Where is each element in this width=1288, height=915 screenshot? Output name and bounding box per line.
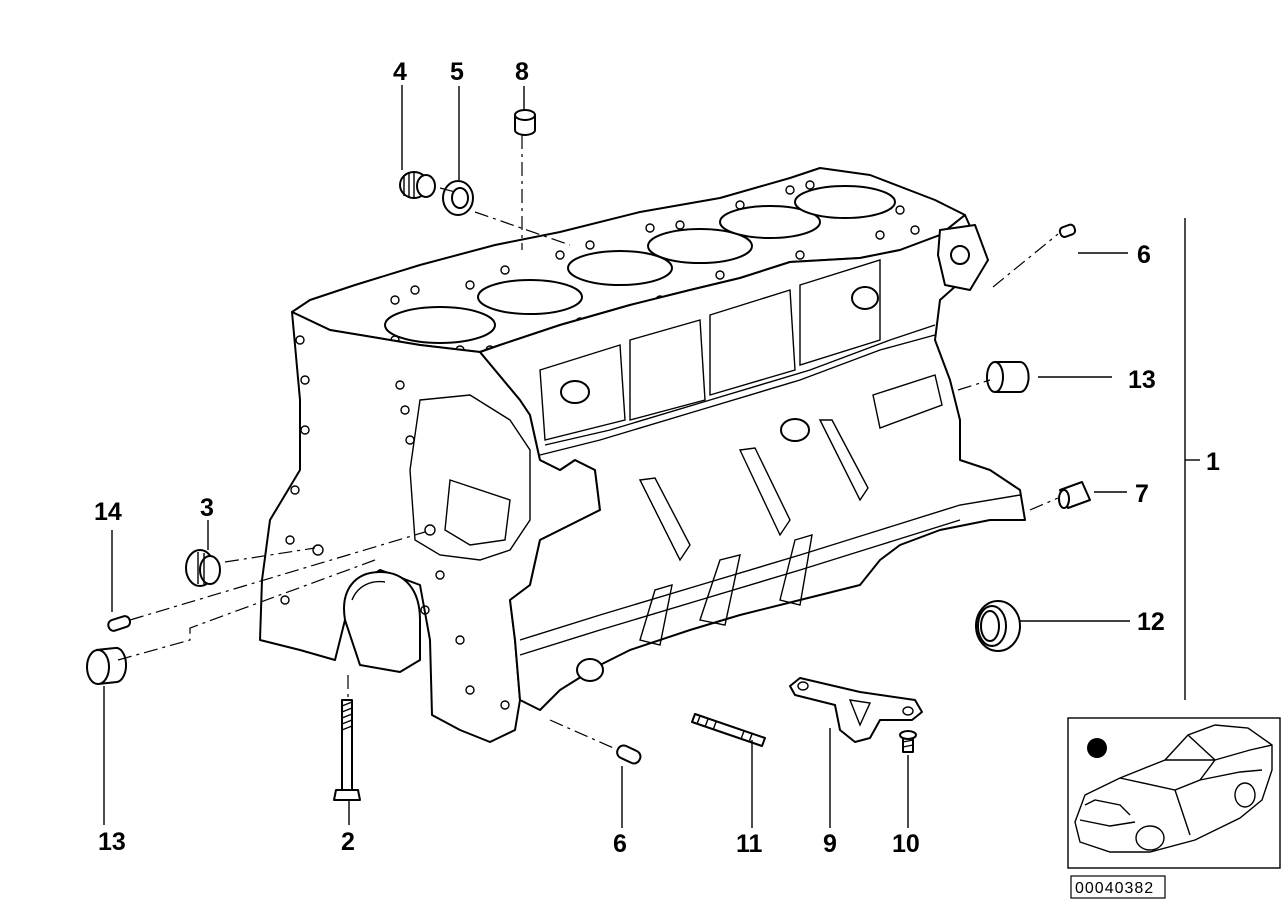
shaft-seal-part-12 — [975, 600, 1021, 652]
vehicle-inset-frame — [1067, 717, 1281, 869]
callout-2: 2 — [341, 828, 355, 856]
callout-11: 11 — [736, 830, 763, 858]
bracket-part-9 — [789, 677, 923, 743]
dowel-pin-part-6-upper — [1058, 223, 1077, 238]
expansion-plug-part-13-right — [986, 361, 1030, 393]
dowel-sleeve-part-7 — [1058, 481, 1091, 509]
reference-code: 00040382 — [1075, 880, 1154, 897]
threaded-plug-part-4 — [399, 171, 436, 199]
callout-6-upper: 6 — [1137, 241, 1151, 269]
expansion-plug-part-13-left — [86, 646, 128, 685]
callout-13-right: 13 — [1128, 366, 1156, 394]
dowel-sleeve-part-8 — [514, 109, 536, 136]
location-marker-icon — [1087, 738, 1107, 758]
stud-part-11 — [691, 713, 766, 747]
callout-4: 4 — [393, 58, 407, 86]
leader-lines — [103, 85, 1200, 828]
sealing-ring-part-5 — [442, 180, 474, 216]
callout-8: 8 — [515, 58, 529, 86]
threaded-plug-part-3 — [185, 549, 221, 587]
screw-part-10 — [899, 730, 917, 753]
reference-code-box — [1070, 875, 1166, 899]
dowel-pin-part-14 — [107, 615, 132, 632]
dowel-pin-part-6-lower — [616, 744, 642, 765]
callout-10: 10 — [892, 830, 920, 858]
callout-13-left: 13 — [98, 828, 126, 856]
callout-1: 1 — [1206, 448, 1220, 476]
car-outline-icon — [1074, 724, 1273, 853]
vehicle-inset: 00040382 — [1067, 717, 1281, 899]
callout-14: 14 — [94, 498, 122, 526]
callout-9: 9 — [823, 830, 837, 858]
callout-6-lower: 6 — [613, 830, 627, 858]
dashed-assembly-lines — [117, 135, 1059, 751]
callout-7: 7 — [1135, 480, 1149, 508]
callout-3: 3 — [200, 494, 214, 522]
engine-block — [259, 167, 1026, 743]
callout-labels: 1 2 3 4 5 6 6 7 8 9 10 11 12 13 13 14 — [94, 58, 1220, 858]
bolt-part-2 — [333, 699, 361, 801]
callout-12: 12 — [1137, 608, 1165, 636]
callout-5: 5 — [450, 58, 464, 86]
